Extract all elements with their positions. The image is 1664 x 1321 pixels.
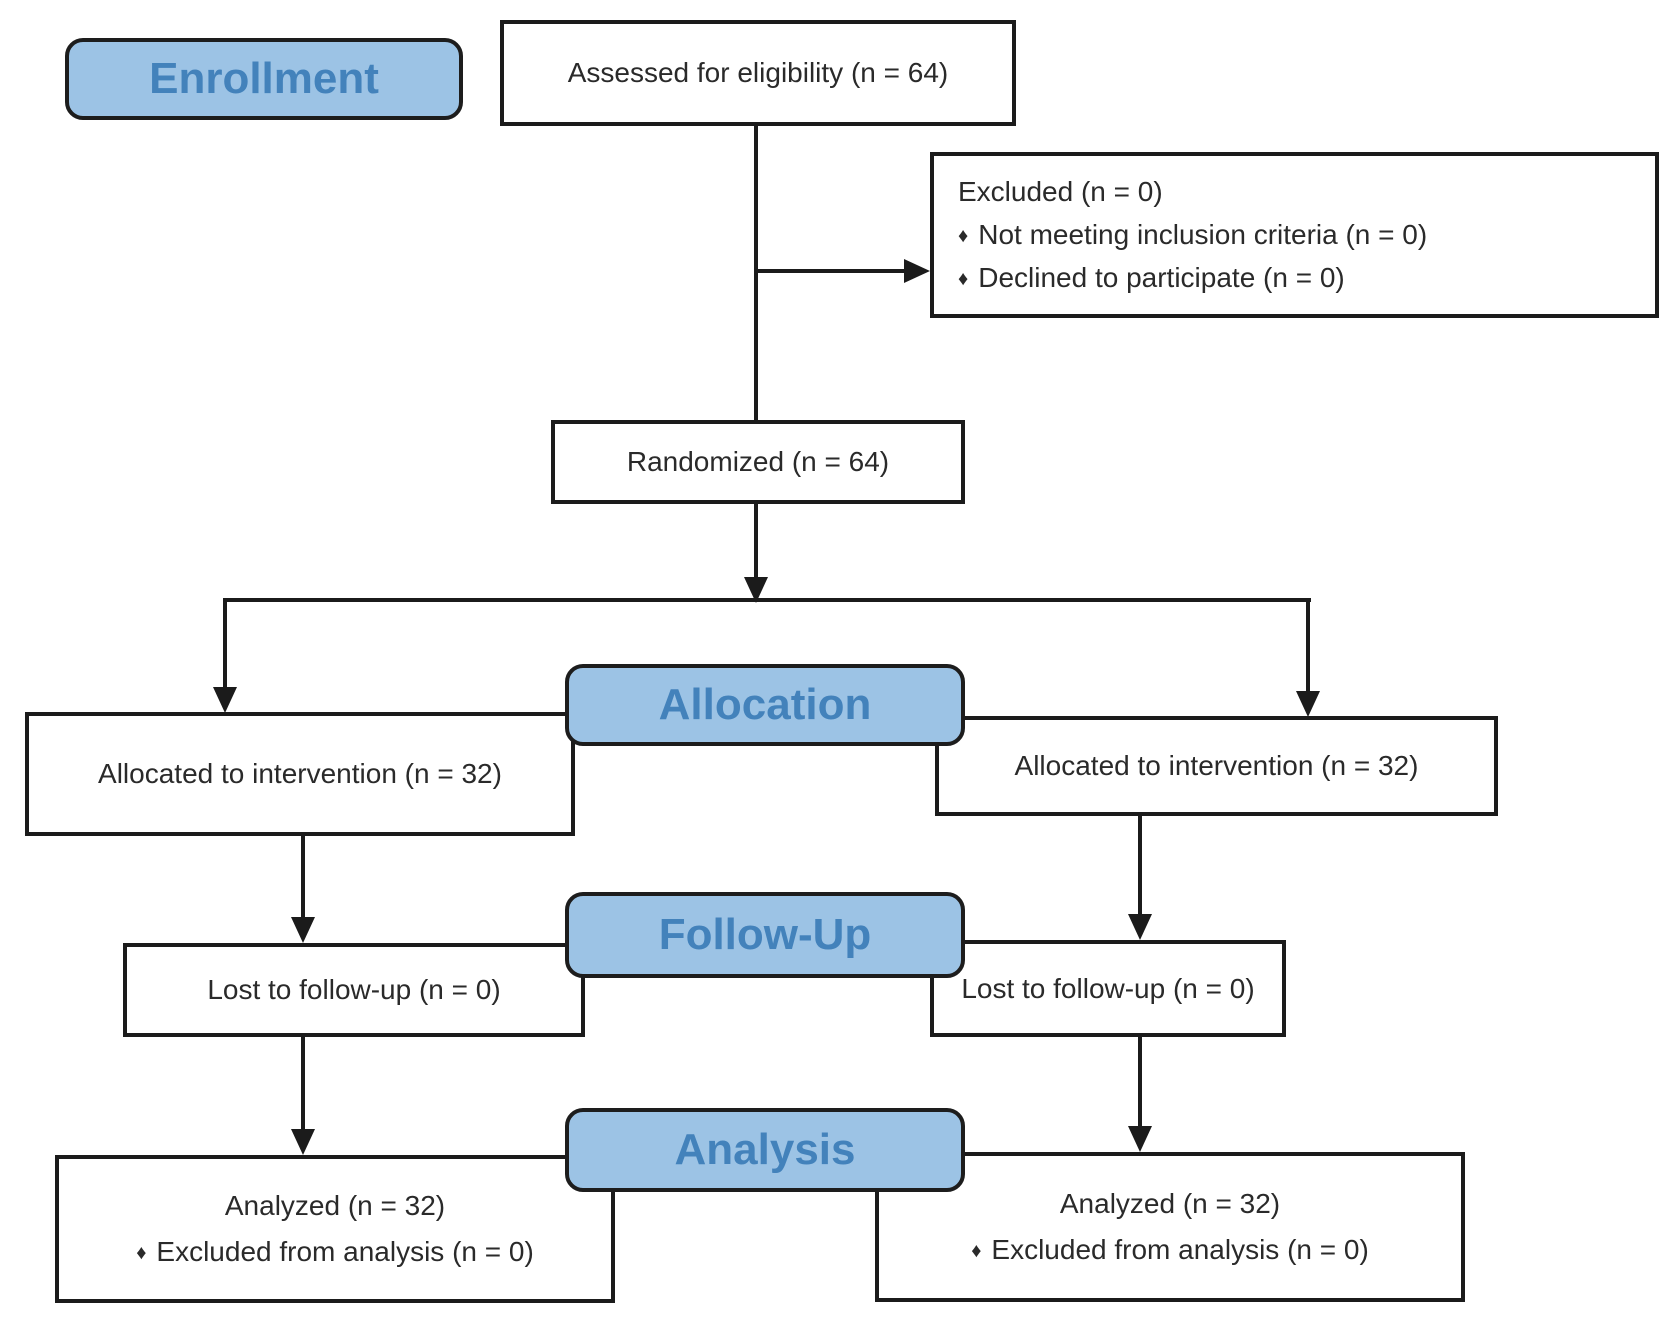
- diamond-bullet-icon: ♦: [958, 225, 969, 247]
- arrowhead-allocated-right: [1296, 691, 1320, 717]
- arrowhead-allocated-left: [213, 687, 237, 713]
- assessed-text: Assessed for eligibility (n = 64): [567, 57, 949, 88]
- analyzed-left-bullet: ♦ Excluded from analysis (n = 0): [136, 1236, 534, 1268]
- arrowhead-followup-right: [1128, 914, 1152, 940]
- box-lost-followup-left: Lost to follow-up (n = 0): [123, 943, 585, 1037]
- analyzed-right-bullet-text: Excluded from analysis (n = 0): [991, 1234, 1369, 1265]
- analysis-label-text: Analysis: [674, 1125, 856, 1174]
- allocation-label-text: Allocation: [658, 680, 872, 729]
- analyzed-left-bullet-text: Excluded from analysis (n = 0): [156, 1236, 534, 1267]
- box-excluded: Excluded (n = 0) ♦ Not meeting inclusion …: [930, 152, 1659, 318]
- stage-label-followup: Follow-Up: [565, 892, 965, 978]
- connector-allocated-to-followup-right: [1138, 816, 1142, 915]
- box-analyzed-left: Analyzed (n = 32) ♦ Excluded from analysi…: [55, 1155, 615, 1303]
- connector-followup-to-analysis-left: [301, 1037, 305, 1130]
- diamond-bullet-icon: ♦: [136, 1242, 147, 1264]
- allocated-left-text: Allocated to intervention (n = 32): [98, 758, 502, 789]
- connector-allocated-to-followup-left: [301, 836, 305, 918]
- arrowhead-followup-left: [291, 917, 315, 943]
- stage-label-enrollment: Enrollment: [65, 38, 463, 120]
- box-assessed-eligibility: Assessed for eligibility (n = 64): [500, 20, 1016, 126]
- stage-label-analysis: Analysis: [565, 1108, 965, 1192]
- analyzed-left-title: Analyzed (n = 32): [224, 1190, 446, 1221]
- diamond-bullet-icon: ♦: [958, 268, 969, 290]
- excluded-bullet-declined: ♦ Declined to participate (n = 0): [958, 262, 1345, 294]
- box-analyzed-right: Analyzed (n = 32) ♦ Excluded from analysi…: [875, 1152, 1465, 1302]
- enrollment-label-text: Enrollment: [149, 54, 379, 103]
- box-allocated-left: Allocated to intervention (n = 32): [25, 712, 575, 836]
- lost-followup-left-text: Lost to follow-up (n = 0): [207, 974, 501, 1005]
- box-allocated-right: Allocated to intervention (n = 32): [935, 716, 1498, 816]
- lost-followup-right-text: Lost to follow-up (n = 0): [961, 972, 1255, 1004]
- followup-label-text: Follow-Up: [658, 910, 872, 959]
- arrowhead-excluded: [904, 259, 930, 283]
- diamond-bullet-icon: ♦: [971, 1240, 982, 1262]
- connector-branch-to-excluded: [754, 269, 906, 273]
- excluded-bullet-inclusion: ♦ Not meeting inclusion criteria (n = 0): [958, 219, 1427, 251]
- arrowhead-analysis-left: [291, 1129, 315, 1155]
- connector-followup-to-analysis-right: [1138, 1037, 1142, 1127]
- excluded-bullet-text: Not meeting inclusion criteria (n = 0): [978, 219, 1428, 250]
- analyzed-right-bullet: ♦ Excluded from analysis (n = 0): [971, 1234, 1369, 1266]
- stage-label-allocation: Allocation: [565, 664, 965, 746]
- excluded-bullet-text: Declined to participate (n = 0): [978, 262, 1345, 293]
- connector-assessed-to-randomized: [754, 126, 758, 420]
- connector-branch-line: [223, 598, 1311, 602]
- allocated-right-text: Allocated to intervention (n = 32): [1014, 750, 1419, 781]
- analyzed-right-title: Analyzed (n = 32): [1059, 1188, 1281, 1219]
- box-randomized: Randomized (n = 64): [551, 420, 965, 504]
- connector-randomized-to-branch: [754, 504, 758, 578]
- arrowhead-analysis-right: [1128, 1126, 1152, 1152]
- connector-branch-to-allocated-left: [223, 600, 227, 688]
- box-lost-followup-right: Lost to follow-up (n = 0): [930, 940, 1286, 1037]
- connector-branch-to-allocated-right: [1306, 600, 1310, 692]
- randomized-text: Randomized (n = 64): [626, 446, 890, 477]
- excluded-title: Excluded (n = 0): [958, 176, 1163, 207]
